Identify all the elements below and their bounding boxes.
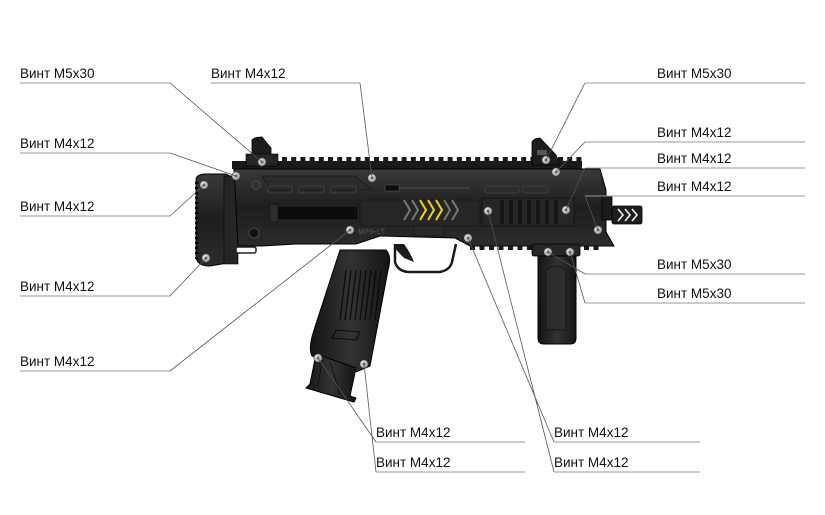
callout-front-sight: Винт M5x30: [545, 66, 805, 161]
callout-handguard-lower: Винт M4x12: [467, 237, 700, 443]
leader-line: [545, 82, 586, 161]
callout-label: Винт M5x30: [657, 257, 731, 272]
top-rail: [232, 157, 582, 169]
pistol-grip: [309, 249, 391, 373]
callout-label: Винт M4x12: [211, 66, 285, 81]
callout-label: Винт M5x30: [657, 286, 731, 301]
callout-label: Винт M4x12: [657, 179, 731, 194]
leader-line: [565, 167, 586, 211]
callout-muzzle: Винт M4x12: [584, 179, 805, 231]
callout-label: Винт M5x30: [657, 66, 731, 81]
trigger: [395, 244, 414, 262]
leader-line: [317, 357, 377, 443]
callout-pistol-grip-rear: Винт M4x12: [363, 363, 525, 473]
callout-trigger-guard: Винт M4x12: [487, 210, 700, 473]
leader-line: [569, 251, 586, 304]
callout-label: Винт M4x12: [657, 125, 731, 140]
leader-line: [359, 82, 373, 179]
magazine: [305, 353, 357, 403]
leader-line: [584, 195, 599, 231]
callout-label: Винт M4x12: [554, 455, 628, 470]
callout-front-top-rail: Винт M4x12: [555, 125, 805, 173]
callout-label: Винт M4x12: [554, 425, 628, 440]
leader-line: [555, 141, 586, 173]
leader-line: [547, 251, 586, 275]
callout-label: Винт M4x12: [657, 151, 731, 166]
leader-line: [169, 184, 205, 217]
callout-label: Винт M4x12: [20, 136, 94, 151]
leader-line: [169, 82, 263, 163]
callout-grip-front: Винт M5x30: [547, 251, 805, 275]
callout-label: Винт M4x12: [376, 425, 450, 440]
vertical-foregrip: [531, 243, 581, 345]
callout-stock-top: Винт M4x12: [20, 184, 205, 217]
callout-stock-hinge: Винт M4x12: [20, 136, 237, 177]
callout-stock-bottom: Винт M4x12: [20, 257, 207, 297]
leader-line: [363, 363, 377, 473]
muzzle-device: [601, 195, 643, 225]
ejection-port: [269, 205, 359, 221]
callout-label: Винт M4x12: [20, 199, 94, 214]
leader-line: [467, 237, 555, 443]
callout-pistol-grip-bottom: Винт M4x12: [317, 357, 525, 443]
trigger-guard: [393, 243, 458, 274]
weapon: MP9-LT: [195, 136, 643, 403]
leader-line: [487, 210, 555, 473]
callout-label: Винт M5x30: [20, 66, 94, 81]
leader-line: [169, 257, 207, 297]
chevron-decal: [403, 199, 460, 221]
callout-label: Винт M4x12: [376, 455, 450, 470]
callout-receiver-top-mid: Винт M4x12: [211, 66, 373, 179]
leader-line: [169, 152, 237, 177]
callout-label: Винт M4x12: [20, 279, 94, 294]
callout-stock-top-sight: Винт M5x30: [20, 66, 263, 163]
callout-label: Винт M4x12: [20, 354, 94, 369]
engraving-text: MP9-LT: [358, 229, 386, 236]
callout-handguard-rail: Винт M4x12: [565, 151, 805, 211]
leader-line: [169, 229, 351, 372]
callout-grip-rear: Винт M5x30: [569, 251, 805, 304]
callout-receiver-lower: Винт M4x12: [20, 229, 351, 372]
